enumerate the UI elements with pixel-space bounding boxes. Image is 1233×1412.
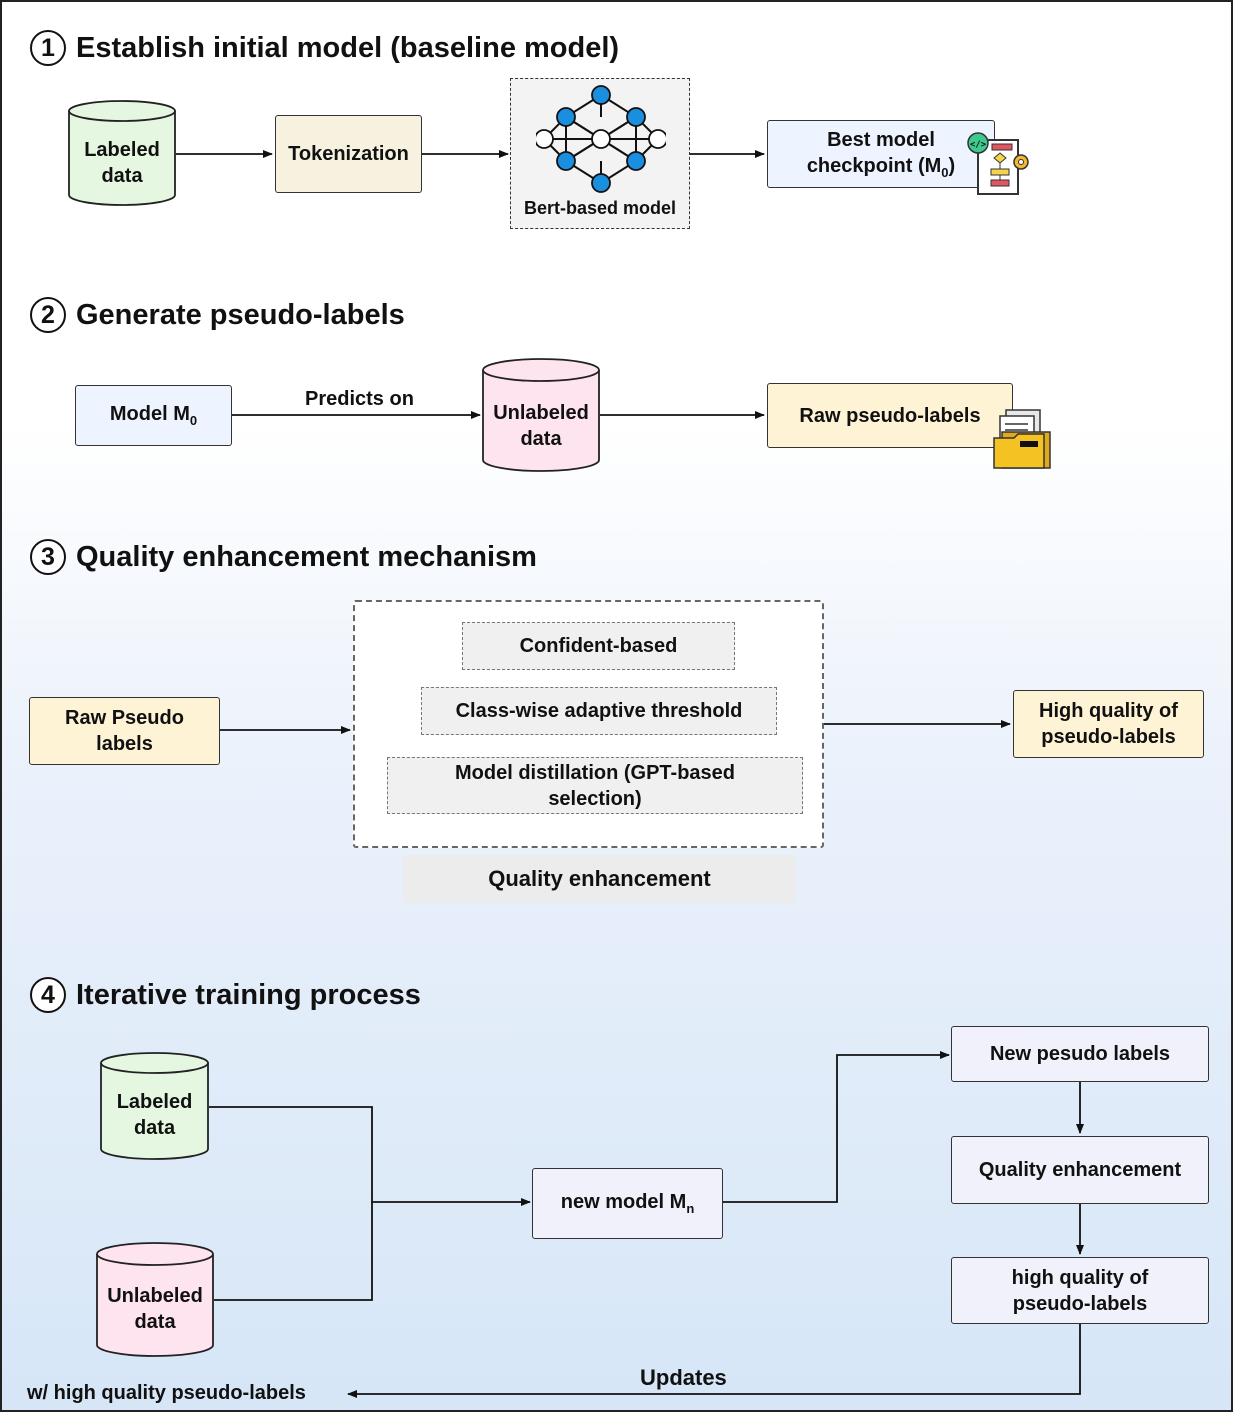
new-model-mn-box: new model Mn <box>532 1168 723 1239</box>
database-icon <box>96 1242 214 1357</box>
checkpoint-line2: checkpoint (M <box>806 154 942 177</box>
raw-pseudo-labels-input-box: Raw Pseudo labels <box>29 697 220 765</box>
box-label: Tokenization <box>288 143 409 165</box>
tokenization-box: Tokenization <box>275 115 422 193</box>
updates-label: Updates <box>640 1365 727 1390</box>
box-label: New pesudo labels <box>989 1043 1171 1065</box>
cylinder-label: data <box>134 1311 176 1333</box>
section-1-title: 1 Establish initial model (baseline mode… <box>30 30 619 66</box>
quality-enhancement-label: Quality enhancement <box>403 855 796 903</box>
section-title-text: Quality enhancement mechanism <box>76 540 537 573</box>
box-label: Raw pseudo-labels <box>799 404 981 427</box>
new-pseudo-labels-box: New pesudo labels <box>951 1026 1209 1082</box>
cylinder-label: Labeled <box>116 1091 193 1113</box>
method-label: Confident-based <box>519 635 678 657</box>
labeled-data-cylinder: Labeled data <box>68 100 176 206</box>
section-2-title: 2 Generate pseudo-labels <box>30 297 405 333</box>
neural-network-icon <box>536 85 666 193</box>
box-label-line: high quality of <box>1011 1266 1149 1289</box>
checkpoint-line1: Best model <box>827 128 935 151</box>
folder-icon <box>993 409 1051 469</box>
method-label: Model distillation (GPT-based selection) <box>454 761 736 810</box>
database-icon <box>68 100 176 206</box>
database-icon <box>482 358 600 472</box>
cylinder-label: data <box>101 165 143 187</box>
section-title-text: Establish initial model (baseline model) <box>76 31 620 64</box>
section-3-title: 3 Quality enhancement mechanism <box>30 539 537 575</box>
box-label-line: pseudo-labels <box>1041 726 1176 748</box>
method-confident-based: Confident-based <box>462 622 735 670</box>
section-4-title: 4 Iterative training process <box>30 977 421 1013</box>
cylinder-label: Unlabeled <box>493 402 589 424</box>
labeled-data-cylinder-s4: Labeled data <box>100 1052 209 1160</box>
checkpoint-subscript: 0 <box>941 164 949 180</box>
database-icon <box>100 1052 209 1160</box>
section-title-text: Iterative training process <box>76 978 421 1011</box>
model-label: Model M <box>109 403 190 426</box>
method-label: Class-wise adaptive threshold <box>455 700 743 722</box>
section-number: 3 <box>30 539 66 575</box>
box-label-line: labels <box>96 733 153 755</box>
method-class-wise-threshold: Class-wise adaptive threshold <box>421 687 777 735</box>
model-subscript: 0 <box>189 413 198 429</box>
cylinder-label: data <box>133 1117 176 1139</box>
high-quality-output-box: High quality of pseudo-labels <box>1013 690 1204 758</box>
section-title-text: Generate pseudo-labels <box>76 298 405 331</box>
cylinder-label: Unlabeled <box>107 1285 203 1307</box>
box-label-line: High quality of <box>1039 700 1178 722</box>
section-number: 4 <box>30 977 66 1013</box>
bert-model-label: Bert-based model <box>523 198 677 218</box>
high-quality-pseudo-labels-box: high quality of pseudo-labels <box>951 1257 1209 1324</box>
group-label: Quality enhancement <box>488 865 711 891</box>
new-model-subscript: n <box>686 1201 695 1217</box>
box-label: Quality enhancement <box>978 1159 1182 1181</box>
raw-pseudo-labels-box: Raw pseudo-labels <box>767 383 1013 448</box>
svg-text:</>: </> <box>970 140 987 150</box>
box-label-line: Raw Pseudo <box>65 707 184 729</box>
box-label-line: pseudo-labels <box>1012 1292 1148 1315</box>
cylinder-label: Labeled <box>84 139 160 161</box>
best-checkpoint-box: Best model checkpoint (M0) <box>767 120 995 188</box>
method-model-distillation: Model distillation (GPT-based selection) <box>387 757 803 814</box>
unlabeled-data-cylinder: Unlabeled data <box>482 358 600 472</box>
bert-model-box: Bert-based model <box>510 78 690 229</box>
code-flowchart-icon: </> <box>967 132 1029 195</box>
cylinder-label: data <box>520 428 562 450</box>
section-number: 1 <box>30 30 66 66</box>
new-model-label: new model M <box>560 1191 687 1214</box>
predicts-on-label: Predicts on <box>305 388 414 410</box>
quality-enhancement-box: Quality enhancement <box>951 1136 1209 1204</box>
checkpoint-close: ) <box>948 154 956 177</box>
with-high-quality-label: w/ high quality pseudo-labels <box>27 1382 306 1404</box>
section-number: 2 <box>30 297 66 333</box>
unlabeled-data-cylinder-s4: Unlabeled data <box>96 1242 214 1357</box>
model-m0-box: Model M0 <box>75 385 232 446</box>
